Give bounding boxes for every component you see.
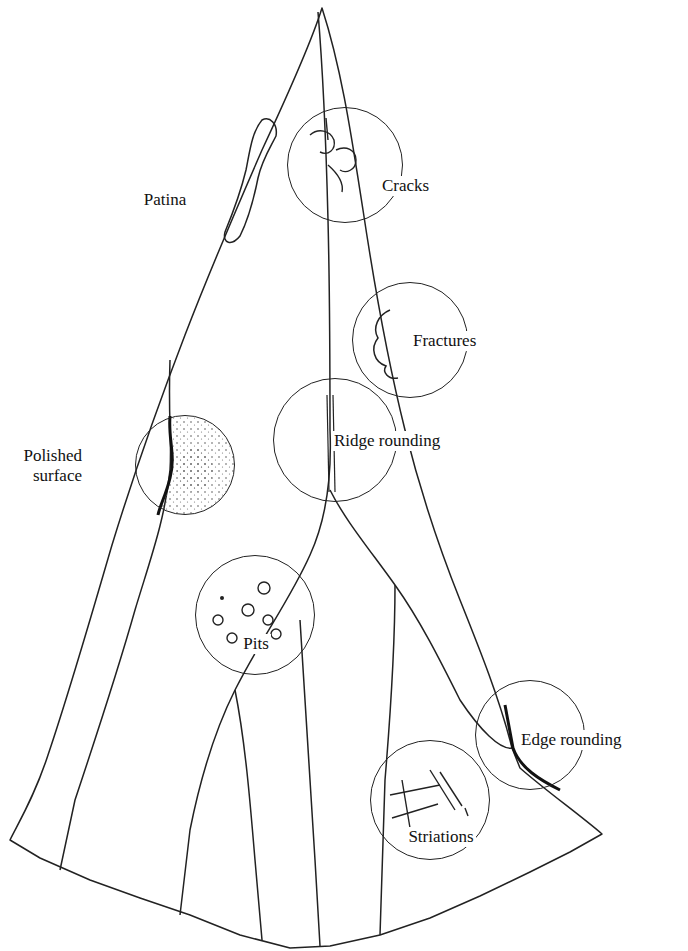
- feature-label: Fractures: [411, 331, 478, 351]
- fractures-circle: Fractures: [352, 282, 468, 398]
- feature-label: Pits: [241, 634, 271, 654]
- pits-circle: Pits: [195, 555, 315, 675]
- striations-circle: Striations: [370, 740, 490, 860]
- feature-label: Edge rounding: [519, 730, 624, 750]
- cracks-circle: Cracks: [287, 107, 403, 223]
- feature-label: Striations: [406, 827, 475, 847]
- polished-circle: Polished surface: [135, 415, 235, 515]
- edge-circle: Edge rounding: [475, 680, 585, 790]
- feature-label: Cracks: [380, 176, 431, 196]
- ridge-circle: Ridge rounding: [273, 378, 397, 502]
- feature-label: Patina: [142, 190, 189, 210]
- feature-label: Ridge rounding: [332, 431, 442, 451]
- feature-label: Polished surface: [0, 446, 84, 485]
